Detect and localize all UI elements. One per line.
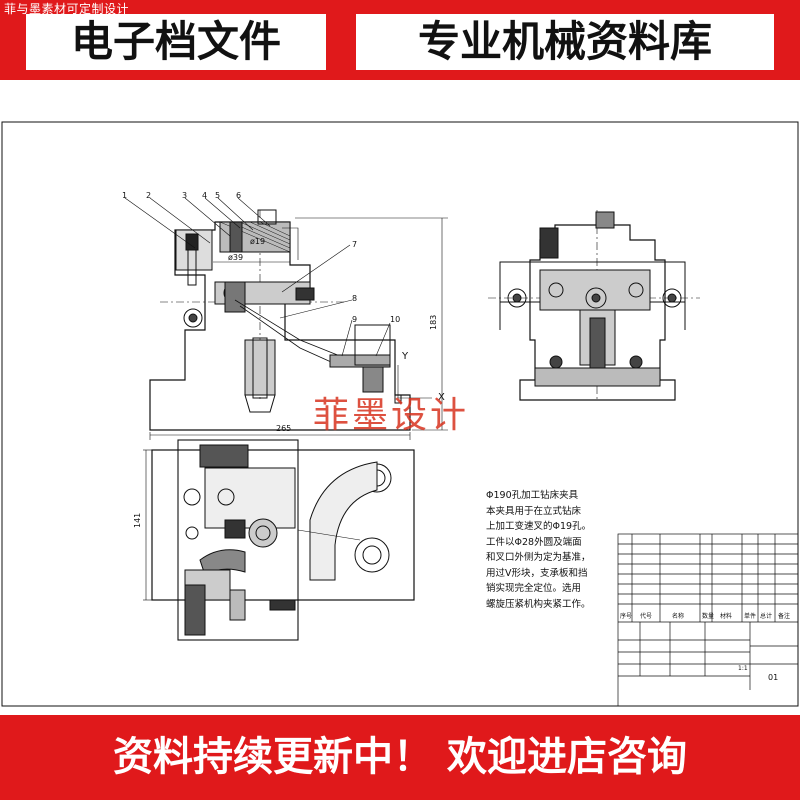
svg-text:9: 9: [352, 315, 357, 324]
svg-text:代号: 代号: [640, 612, 652, 620]
description-line: Φ190孔加工钻床夹具: [486, 490, 579, 501]
svg-text:1: 1: [122, 191, 127, 200]
description-line: 和叉口外侧为定为基准，: [486, 552, 591, 563]
svg-text:ø39: ø39: [228, 253, 243, 262]
svg-text:X: X: [438, 392, 445, 403]
svg-text:265: 265: [276, 424, 291, 433]
svg-text:10: 10: [390, 315, 400, 324]
description-line: 螺旋压紧机构夹紧工作。: [486, 598, 591, 610]
svg-text:3: 3: [182, 191, 187, 200]
title-block: [617, 533, 799, 707]
description-line: 工件以Φ28外圆及端面: [486, 536, 582, 548]
side-view: [499, 211, 686, 401]
fixture-description: Φ190孔加工钻床夹具 本夹具用于在立式钻床 上加工变速叉的Φ19孔。 工件以Φ…: [486, 488, 610, 612]
front-view: ø39 ø19: [149, 209, 411, 431]
bottom-banner: 资料持续更新中！ 欢迎进店咨询: [0, 715, 800, 800]
engineering-drawing: ø39 ø19 1 2 3 4 5: [0, 80, 800, 715]
svg-text:ø19: ø19: [250, 237, 265, 246]
plan-view: [143, 439, 415, 641]
drawing-frame: [1, 121, 799, 707]
svg-text:5: 5: [215, 191, 220, 200]
description-line: 销实现完全定位。选用: [486, 583, 582, 594]
svg-text:名称: 名称: [672, 612, 684, 620]
svg-text:1:1: 1:1: [738, 665, 748, 672]
svg-text:备注: 备注: [778, 612, 790, 620]
svg-text:数量: 数量: [702, 612, 714, 620]
svg-text:总计: 总计: [760, 612, 772, 620]
svg-text:183: 183: [429, 315, 438, 330]
svg-text:单件: 单件: [744, 612, 756, 620]
svg-text:序号: 序号: [620, 612, 632, 620]
description-line: 本夹具用于在立式钻床: [486, 505, 582, 517]
svg-text:7: 7: [352, 240, 357, 249]
svg-text:4: 4: [202, 191, 207, 200]
svg-text:6: 6: [236, 191, 241, 200]
svg-text:2: 2: [146, 191, 151, 200]
bottom-banner-text: 资料持续更新中！ 欢迎进店咨询: [113, 734, 687, 780]
drawing-svg: ø39 ø19 1 2 3 4 5: [1, 121, 799, 707]
svg-text:141: 141: [133, 513, 142, 528]
banner-title-left: 电子档文件: [26, 14, 326, 70]
description-line: 上加工变速叉的Φ19孔。: [486, 521, 592, 532]
svg-text:01: 01: [768, 673, 778, 682]
description-line: 用过V形块，支承板和挡: [486, 567, 588, 579]
svg-text:8: 8: [352, 294, 357, 303]
corner-tag: 菲与墨素材可定制设计: [4, 2, 130, 16]
svg-text:材料: 材料: [720, 612, 732, 620]
svg-text:Y: Y: [401, 351, 409, 362]
banner-title-right: 专业机械资料库: [356, 14, 774, 70]
top-banner: 菲与墨素材可定制设计 电子档文件 专业机械资料库: [0, 0, 800, 80]
watermark: 菲墨设计: [313, 395, 470, 436]
